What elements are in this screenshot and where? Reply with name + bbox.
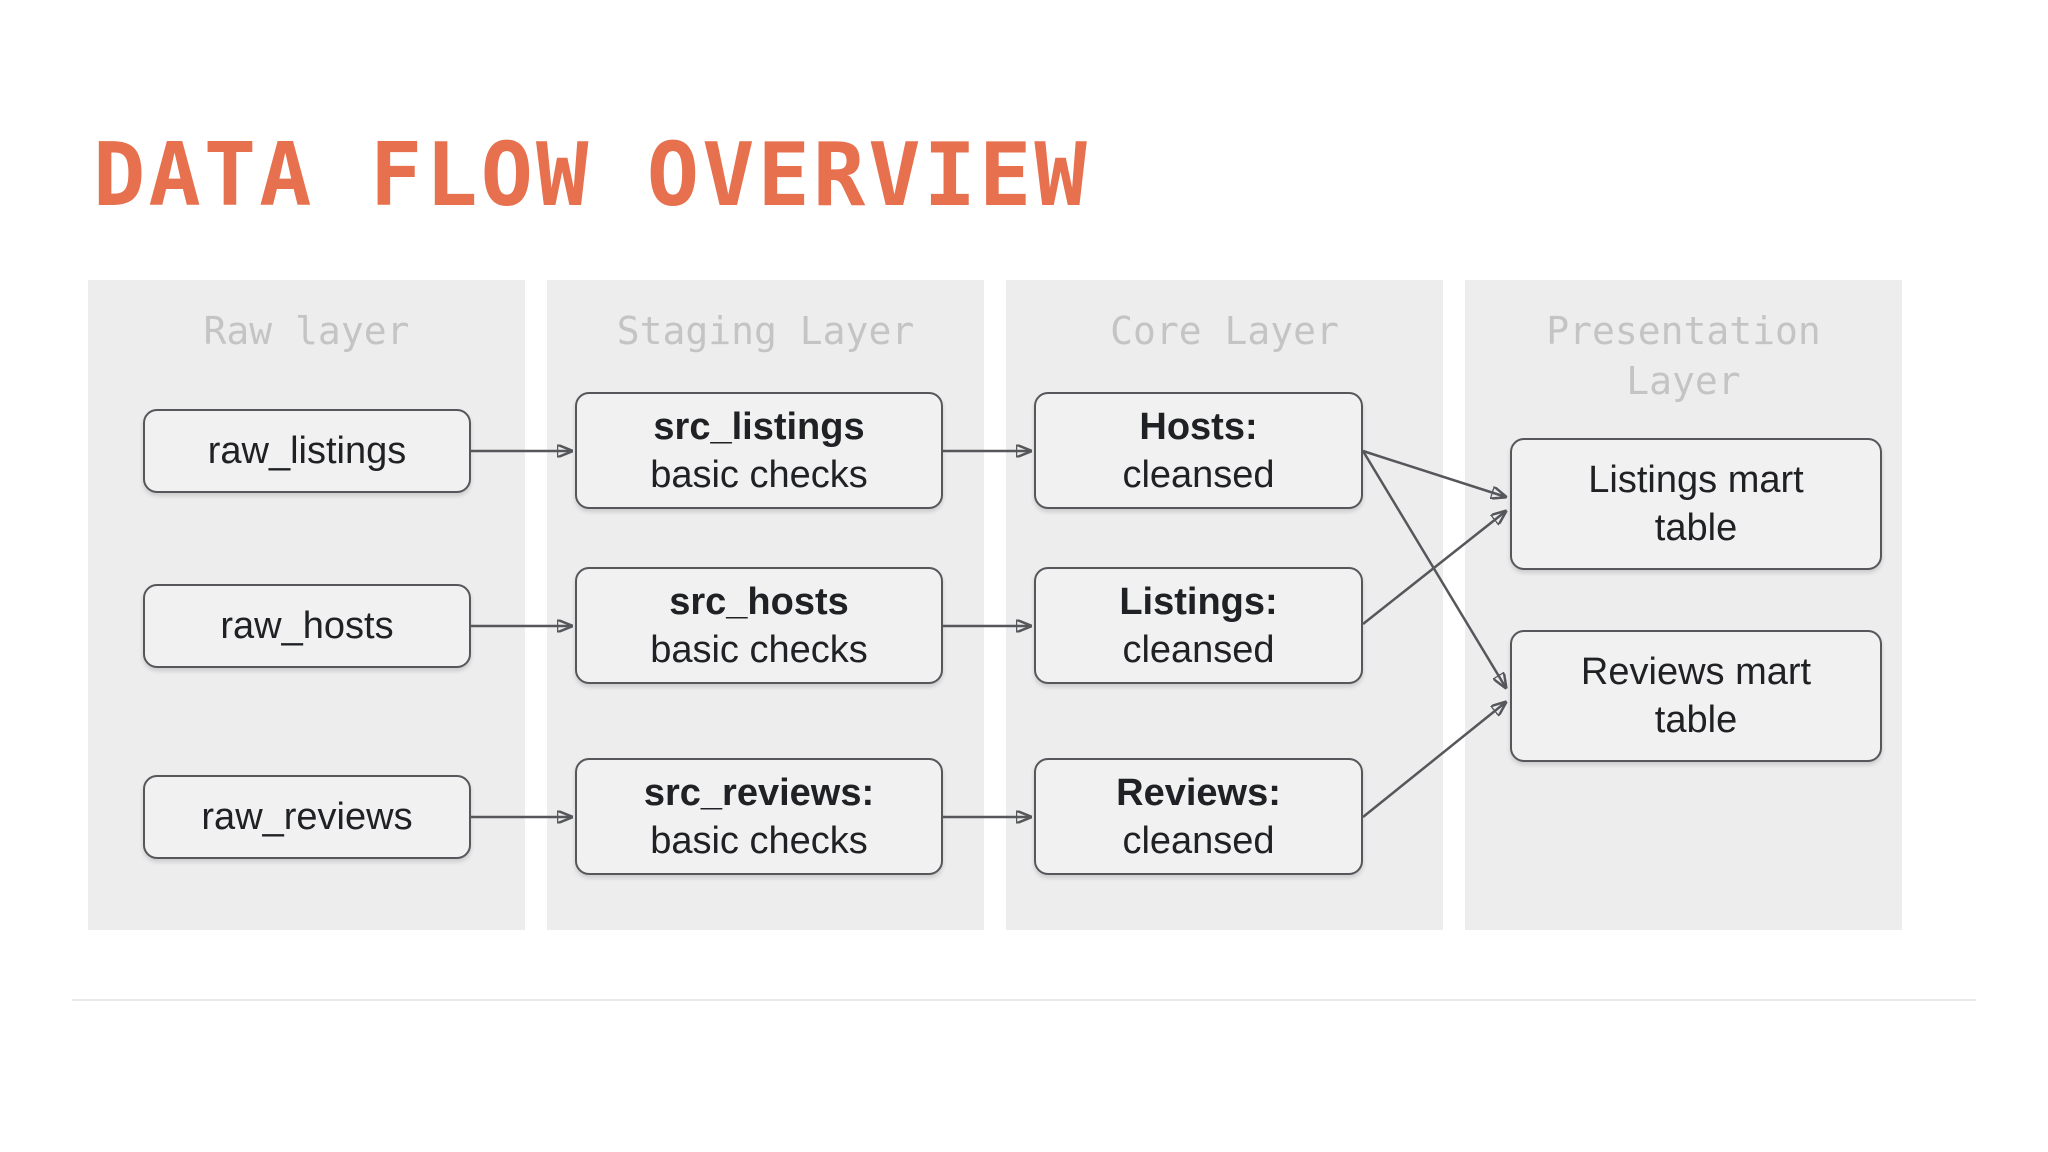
node-raw-hosts: raw_hosts (143, 584, 471, 668)
layer-header-raw: Raw layer (203, 309, 410, 353)
layer-header-staging: Staging Layer (616, 309, 915, 353)
node-raw-listings: raw_listings (143, 409, 471, 493)
node-subtitle: cleansed (1122, 453, 1275, 496)
node-title: Reviews: (1116, 771, 1281, 814)
node-title: Hosts: (1139, 405, 1258, 448)
node-title: src_hosts (669, 580, 849, 623)
node-hosts-cleansed: Hosts: cleansed (1034, 392, 1363, 509)
layer-header-presentation: Presentation Layer (1546, 309, 1821, 403)
node-title: Listings: (1119, 580, 1278, 623)
footer-divider (72, 999, 1976, 1001)
node-subtitle: basic checks (650, 628, 868, 671)
node-label: raw_reviews (201, 796, 413, 838)
node-subtitle: basic checks (650, 819, 868, 862)
node-label: raw_hosts (220, 605, 394, 647)
layer-header-core: Core Layer (1110, 309, 1339, 353)
node-label: Reviews mart table (1580, 651, 1812, 741)
node-subtitle: basic checks (650, 453, 868, 496)
layer-column-presentation: Presentation Layer (1465, 280, 1902, 930)
node-subtitle: cleansed (1122, 819, 1275, 862)
node-src-hosts: src_hosts basic checks (575, 567, 943, 684)
node-listings-mart-table: Listings mart table (1510, 438, 1882, 570)
node-label: raw_listings (207, 430, 407, 472)
node-listings-cleansed: Listings: cleansed (1034, 567, 1363, 684)
node-src-reviews: src_reviews: basic checks (575, 758, 943, 875)
node-raw-reviews: raw_reviews (143, 775, 471, 859)
node-reviews-mart-table: Reviews mart table (1510, 630, 1882, 762)
node-label: Listings mart table (1588, 459, 1804, 549)
node-src-listings: src_listings basic checks (575, 392, 943, 509)
node-subtitle: cleansed (1122, 628, 1275, 671)
node-title: src_listings (653, 405, 865, 448)
node-reviews-cleansed: Reviews: cleansed (1034, 758, 1363, 875)
page-title: DATA FLOW OVERVIEW (93, 124, 1090, 226)
node-title: src_reviews: (643, 771, 875, 814)
